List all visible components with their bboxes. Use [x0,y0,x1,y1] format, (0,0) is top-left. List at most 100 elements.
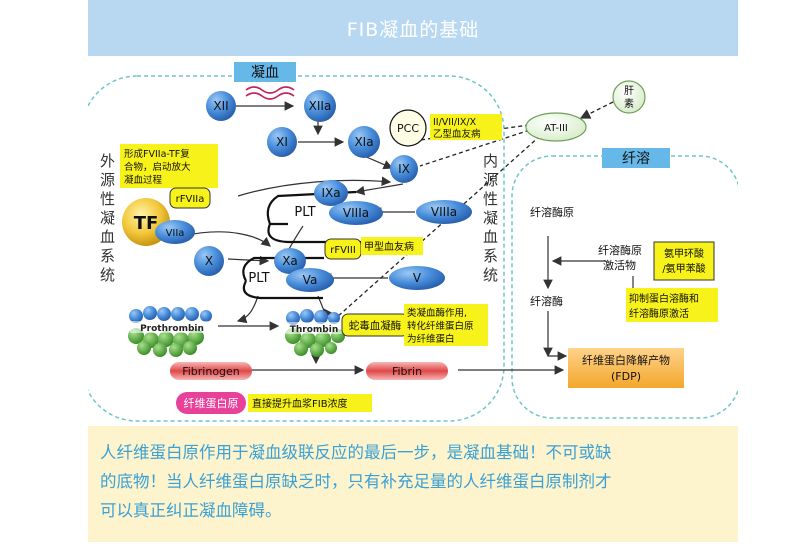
pcc-note [430,114,502,140]
factor-va [286,268,334,292]
svg-text:类凝血酶作用,: 类凝血酶作用, [407,307,467,319]
intrinsic-label: 内 源 性 凝 血 系 统 [483,152,498,284]
svg-text:性: 性 [483,190,498,208]
factor-xii [206,91,236,121]
svg-text:乙型血友病: 乙型血友病 [433,128,481,140]
svg-text:血: 血 [483,228,498,246]
svg-text:蛇毒血凝酶: 蛇毒血凝酶 [349,319,402,332]
svg-text:统: 统 [100,266,115,284]
svg-text:TF: TF [134,213,159,234]
plt-label-2: PLT [248,271,269,286]
svg-text:为纤维蛋白: 为纤维蛋白 [407,333,455,345]
prothrombin-cluster: Prothrombin [128,306,216,357]
svg-text:抑制蛋白溶酶和: 抑制蛋白溶酶和 [629,292,699,305]
tranexamic-box [653,241,715,281]
svg-text:Xa: Xa [282,254,298,268]
svg-text:纤溶酶原激活: 纤溶酶原激活 [629,307,689,320]
svg-text:激活物: 激活物 [603,258,636,272]
rfviii-note [361,237,423,255]
svg-text:II/VII/IX/X: II/VII/IX/X [433,117,477,128]
svg-text:凝: 凝 [100,209,115,227]
svg-text:VIIa: VIIa [166,228,185,239]
summary-box: 人纤维蛋白原作用于凝血级联反应的最后一步，是凝血基础！不可或缺 的底物！当人纤维… [88,426,738,542]
svg-text:(FDP): (FDP) [611,370,641,383]
svg-text:XII: XII [213,99,228,113]
fibrinolysis-title-box [602,148,670,168]
svg-text:转化纤维蛋白原: 转化纤维蛋白原 [407,320,474,332]
svg-text:直接提升血浆FIB浓度: 直接提升血浆FIB浓度 [252,397,348,410]
inhibit-note [626,288,718,322]
svg-text:XIIa: XIIa [309,99,332,113]
factor-xa [274,248,306,274]
svg-text:Fibrinogen: Fibrinogen [182,365,240,378]
svg-text:性: 性 [100,190,115,208]
summary-line: 可以真正纠正凝血障碍。 [100,501,282,520]
pcc-circle [389,109,427,147]
summary-line: 人纤维蛋白原作用于凝血级联反应的最后一步，是凝血基础！不可或缺 [100,443,612,462]
rfviia-box [169,187,211,209]
plt-label: PLT [294,205,315,220]
at-iii [525,112,587,142]
svg-text:IX: IX [398,162,410,176]
heparin [612,80,646,114]
factor-v [389,266,445,290]
svg-text:源: 源 [100,171,115,189]
factor-xia [348,126,380,158]
svg-text:XI: XI [276,135,288,149]
svg-text:血: 血 [100,228,115,246]
factor-xi [267,127,297,157]
extrinsic-label: 外 源 性 凝 血 系 统 [100,152,115,284]
svg-text:XIa: XIa [354,135,373,149]
svg-text:素: 素 [624,97,634,110]
pcc-label: PCC [397,122,419,135]
svg-text:rFVIIa: rFVIIa [176,194,205,205]
svg-text:V: V [413,271,422,285]
svg-text:rFVIII: rFVIII [330,245,356,256]
svg-text:IXa: IXa [321,186,340,200]
factor-viiia [416,200,472,224]
svg-text:凝血过程: 凝血过程 [124,174,163,186]
svg-text:系: 系 [483,247,498,265]
svg-text:纤维蛋白降解产物: 纤维蛋白降解产物 [582,353,670,367]
svg-text:Va: Va [303,273,318,287]
svg-text:AT-III: AT-III [544,123,568,134]
svg-text:统: 统 [483,266,498,284]
fibrinolysis-title: 纤溶 [622,151,650,167]
svg-text:纤维蛋白原: 纤维蛋白原 [184,396,239,410]
svg-text:内: 内 [483,152,498,170]
rfviia-note [120,144,218,188]
svg-text:VIIIa: VIIIa [343,206,369,220]
surface-contact-icon [245,86,295,94]
summary-line: 的底物！当人纤维蛋白原缺乏时，只有补充足量的人纤维蛋白原制剂才 [100,472,612,491]
svg-text:形成FVIIa-TF复: 形成FVIIa-TF复 [124,148,190,160]
svg-text:Thrombin: Thrombin [290,325,338,335]
svg-text:X: X [205,254,213,268]
fibrinogen-note [248,394,372,412]
fdp-box [568,348,684,388]
plasmin-label: 纤溶酶 [530,294,563,308]
svg-text:Fibrin: Fibrin [392,365,422,378]
factor-xiia [304,90,336,122]
coagulation-diagram: 凝血 纤溶 外 源 性 凝 血 系 统 内 源 性 凝 血 系 统 [81,56,741,426]
factor-viiia-bound [329,201,383,225]
fibrinogen-bar [170,362,252,380]
svg-text:凝: 凝 [483,209,498,227]
page-title: FIB凝血的基础 [88,0,738,56]
coagulation-title-box [234,62,296,82]
svg-text:/氨甲苯酸: /氨甲苯酸 [662,262,705,275]
plasminogen-label: 纤溶酶原 [530,205,574,219]
svg-text:肝: 肝 [624,85,634,97]
svg-text:系: 系 [100,247,115,265]
svg-text:VIIIa: VIIIa [431,205,457,219]
svg-text:甲型血友病: 甲型血友病 [364,240,414,253]
fibrinogen-product-pill [176,392,246,414]
factor-x [194,246,224,276]
coagulation-title: 凝血 [251,65,279,81]
svg-text:氨甲环酸: 氨甲环酸 [664,247,704,260]
platelet-bracket [266,190,357,226]
fibrin-bar [366,362,448,380]
svg-text:Prothrombin: Prothrombin [140,324,204,334]
factor-viia [155,220,195,244]
svg-text:合物，启动放大: 合物，启动放大 [124,161,191,173]
svg-text:外: 外 [100,152,115,170]
